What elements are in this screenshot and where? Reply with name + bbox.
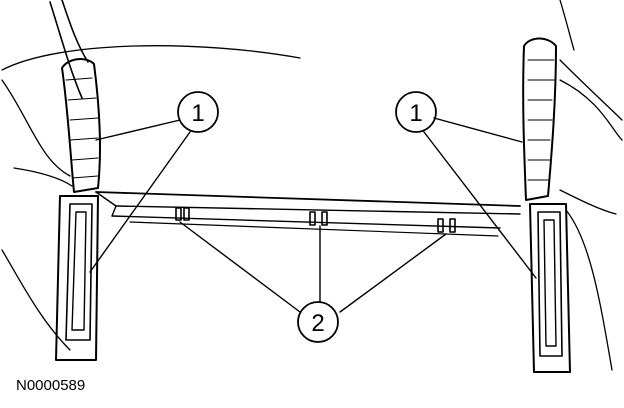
leader-lines: [89, 117, 537, 313]
figure-reference-code: N0000589: [16, 377, 85, 394]
callout-center-label: 2: [311, 310, 324, 337]
callout-right-label: 1: [409, 100, 422, 127]
left-pillar-channel: [55, 195, 99, 361]
roof-header-rail: [95, 191, 521, 237]
clip: [437, 218, 444, 233]
callout-left: 1: [177, 91, 219, 133]
clip: [175, 207, 182, 221]
callout-left-label: 1: [191, 100, 204, 127]
clip: [321, 211, 328, 226]
clip: [309, 211, 316, 226]
retainer-clips: [175, 207, 456, 233]
clip: [183, 207, 190, 221]
vehicle-roof-outline: [1, 0, 623, 371]
left-pillar-weatherstrip: [61, 58, 102, 193]
callout-right: 1: [395, 91, 437, 133]
clip: [449, 218, 456, 233]
callout-center: 2: [297, 301, 339, 343]
right-pillar-channel: [529, 203, 571, 373]
right-pillar-weatherstrip: [522, 37, 557, 201]
